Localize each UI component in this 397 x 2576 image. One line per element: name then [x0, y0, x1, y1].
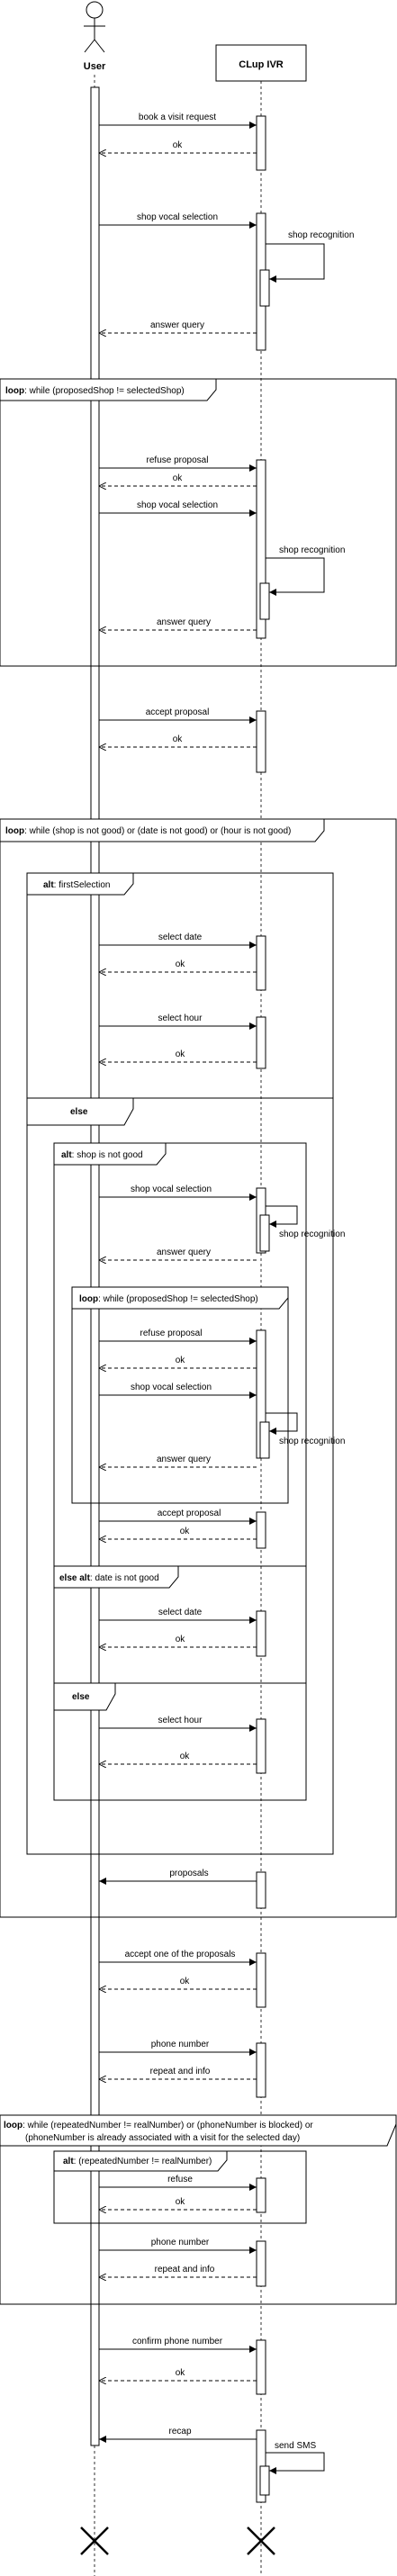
- ivr-participant: CLup IVR: [215, 44, 307, 82]
- message-label: answer query: [157, 1247, 211, 1257]
- message-label: ok: [173, 140, 184, 150]
- message-label: ok: [180, 1527, 191, 1536]
- message-label: ok: [173, 473, 184, 483]
- message-label: ok: [173, 734, 184, 744]
- fragment-f4-label: alt: shop is not good: [61, 1150, 143, 1160]
- message-label: confirm phone number: [132, 2337, 223, 2346]
- user-actor-head: [86, 1, 104, 19]
- message-label: send SMS: [275, 2441, 316, 2451]
- message-label: answer query: [150, 320, 204, 330]
- ivr-participant-box: [215, 44, 307, 82]
- message-label: shop vocal selection: [131, 1184, 212, 1194]
- user-activation-bar: [90, 86, 100, 2446]
- ivr-participant-name: CLup IVR: [239, 59, 284, 70]
- fragment-f4-else1-label: else alt: date is not good: [59, 1573, 159, 1583]
- message-label: accept proposal: [158, 1509, 221, 1518]
- message-label: select date: [158, 932, 203, 942]
- message-label: answer query: [157, 1455, 211, 1464]
- message-label: select hour: [158, 1013, 203, 1023]
- message-label: shop vocal selection: [137, 500, 218, 510]
- message-label: ok: [176, 1635, 186, 1644]
- message-label: repeat and info: [150, 2067, 211, 2076]
- ivr-activation-bars: [256, 115, 270, 2503]
- message-label: refuse: [167, 2175, 193, 2184]
- fragment-f4: [53, 1142, 307, 1801]
- message-label: ok: [180, 1977, 191, 1986]
- message-label: book a visit request: [139, 113, 216, 122]
- user-actor-name: User: [84, 61, 106, 72]
- message-label: refuse proposal: [140, 1329, 203, 1338]
- fragment-f3: [26, 872, 334, 1855]
- fragment-f1-label: loop: while (proposedShop != selectedSho…: [5, 386, 185, 396]
- fragment-f4-else2-label: else: [72, 1692, 90, 1702]
- fragment-tabs: [0, 378, 397, 2172]
- message-label: proposals: [169, 1869, 208, 1878]
- fragment-f3-label: alt: firstSelection: [43, 880, 110, 890]
- self-message-arrow: [266, 243, 325, 283]
- message-label: ok: [180, 1752, 191, 1761]
- message-label: refuse proposal: [147, 455, 209, 465]
- messages: book a visit request ok shop vocal selec…: [99, 113, 354, 2474]
- message-label: answer query: [157, 617, 211, 627]
- message-label: repeat and info: [155, 2265, 215, 2274]
- fragment-f5-label: loop: while (proposedShop != selectedSho…: [79, 1294, 258, 1304]
- destroy-marks: [80, 2526, 275, 2555]
- fragment-f2-label: loop: while (shop is not good) or (date …: [5, 826, 291, 836]
- user-destroy-mark: [80, 2526, 109, 2555]
- message-label: ok: [176, 959, 186, 969]
- message-label: shop vocal selection: [131, 1383, 212, 1392]
- self-message-arrow: [266, 1412, 298, 1435]
- message-label: ok: [176, 2197, 186, 2207]
- user-actor: User: [84, 1, 106, 72]
- self-message-arrow: [266, 557, 325, 596]
- self-message-arrow: [266, 2452, 325, 2474]
- message-label: ok: [176, 2368, 186, 2378]
- fragment-f6-label: loop: while (repeatedNumber != realNumbe…: [4, 2121, 313, 2130]
- message-label: ok: [176, 1356, 186, 1365]
- message-label: shop recognition: [279, 1437, 345, 1446]
- message-label: shop recognition: [279, 545, 345, 555]
- fragment-f7-label: alt: (repeatedNumber != realNumber): [63, 2157, 212, 2166]
- fragment-f6-label-line2: (phoneNumber is already associated with …: [25, 2133, 300, 2143]
- message-label: accept proposal: [146, 707, 210, 717]
- message-label: shop recognition: [288, 230, 354, 240]
- message-label: accept one of the proposals: [125, 1950, 236, 1959]
- fragment-f3-else-label: else: [70, 1107, 88, 1117]
- ivr-destroy-mark: [247, 2526, 275, 2555]
- self-message-arrow: [266, 1205, 298, 1228]
- message-label: phone number: [151, 2040, 210, 2049]
- message-label: recap: [168, 2427, 191, 2436]
- message-label: select date: [158, 1608, 203, 1617]
- fragment-labels: loop: while (proposedShop != selectedSho…: [4, 386, 313, 2166]
- message-label: select hour: [158, 1716, 203, 1725]
- message-label: ok: [176, 1049, 186, 1059]
- message-label: phone number: [151, 2238, 210, 2247]
- message-label: shop vocal selection: [137, 212, 218, 222]
- message-label: shop recognition: [279, 1229, 345, 1239]
